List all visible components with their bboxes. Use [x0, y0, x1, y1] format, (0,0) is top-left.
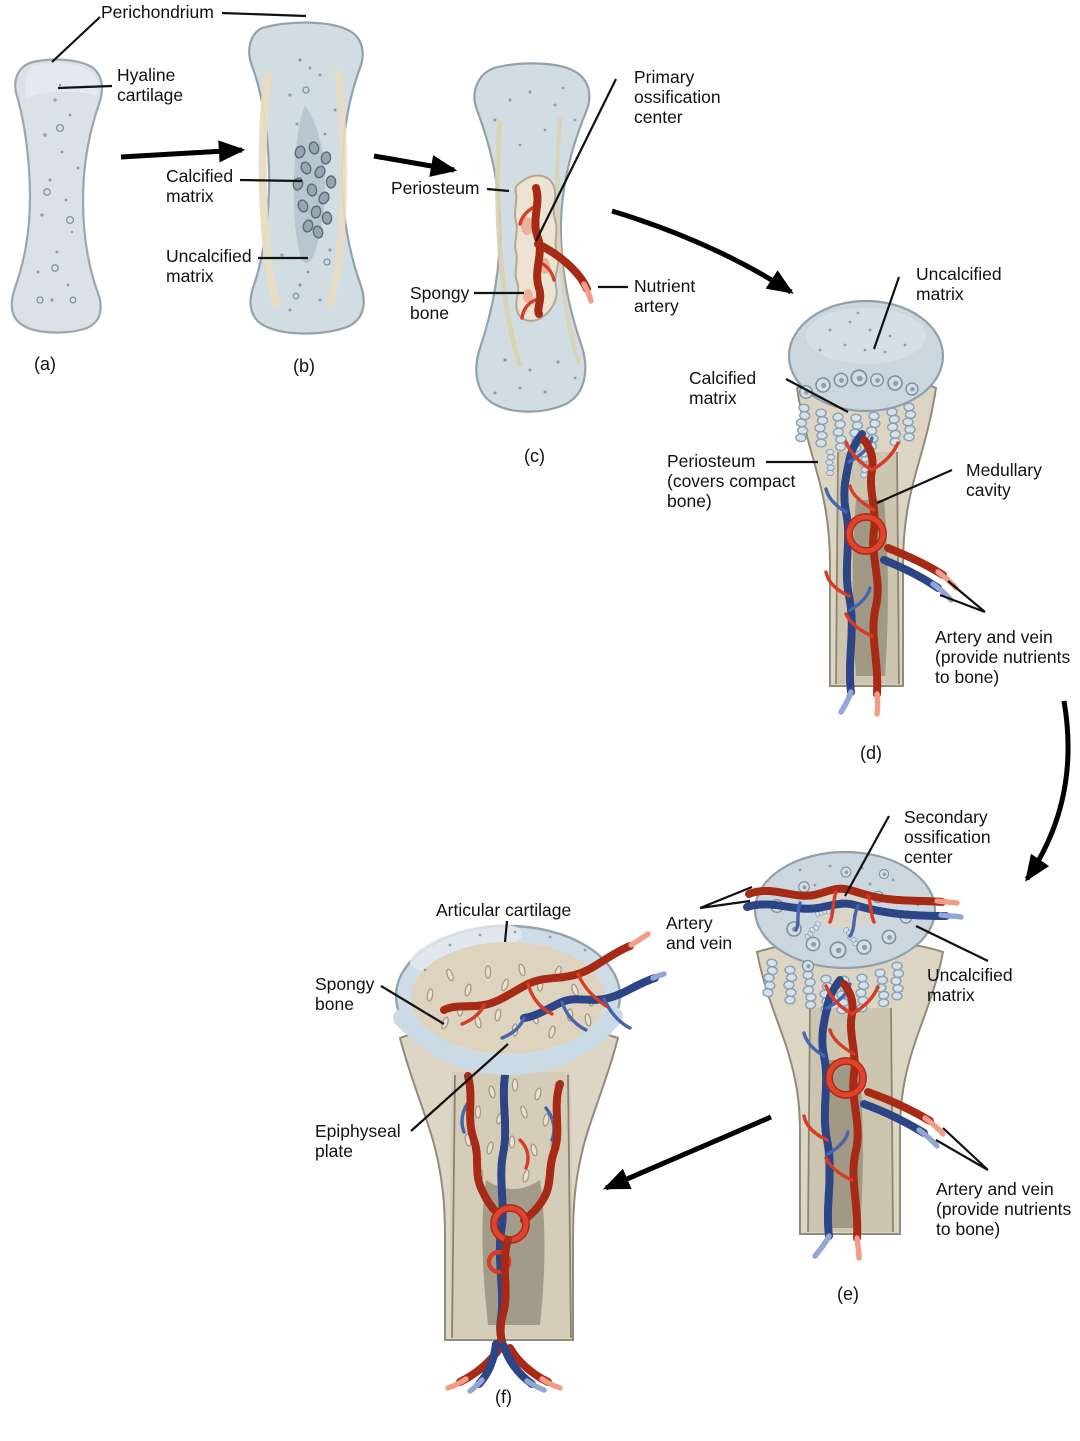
- label-uncalcified-matrix-d: Uncalcified matrix: [916, 264, 1002, 304]
- flow-arrows: [120, 140, 1071, 1191]
- stage-c-primary-ossification: [473, 62, 594, 413]
- label-calcified-matrix-d: Calcified matrix: [689, 368, 757, 408]
- label-calcified-matrix-b: Calcified matrix: [166, 166, 234, 206]
- caption-stage-e: (e): [837, 1284, 859, 1304]
- label-primary-ossification-center: Primary ossification center: [634, 67, 721, 127]
- arrow-a-to-b: [120, 140, 246, 163]
- label-periosteum-c: Periosteum: [391, 178, 480, 198]
- caption-stage-d: (d): [860, 743, 882, 763]
- arrow-d-to-e: [1024, 700, 1071, 882]
- stage-b-calcifying-cartilage: [248, 21, 365, 335]
- arrow-b-to-c: [373, 153, 458, 177]
- secondary-ossification-patch: [810, 887, 873, 929]
- label-medullary-cavity: Medullary cavity: [966, 460, 1042, 500]
- caption-stage-b: (b): [293, 356, 315, 376]
- label-nutrient-artery: Nutrient artery: [634, 276, 696, 316]
- label-perichondrium: Perichondrium: [101, 2, 214, 22]
- epiphyseal-plate-band: [393, 1007, 623, 1076]
- caption-stage-c: (c): [524, 446, 545, 466]
- label-artery-and-vein-d: Artery and vein (provide nutrients to bo…: [935, 627, 1071, 687]
- label-articular-cartilage: Articular cartilage: [436, 900, 572, 920]
- label-periosteum-d: Periosteum (covers compact bone): [667, 451, 796, 511]
- leader-lines: [51, 11, 989, 1171]
- stage-e-secondary-ossification: [743, 850, 964, 1261]
- label-spongy-bone-c: Spongy bone: [410, 283, 470, 323]
- caption-stage-f: (f): [495, 1387, 512, 1407]
- caption-stage-a: (a): [34, 354, 56, 374]
- label-hyaline-cartilage: Hyaline cartilage: [117, 65, 184, 105]
- label-uncalcified-matrix-b: Uncalcified matrix: [166, 246, 252, 286]
- label-epiphyseal-plate: Epiphyseal plate: [315, 1121, 401, 1161]
- label-uncalcified-matrix-e: Uncalcified matrix: [927, 965, 1013, 1005]
- label-artery-and-vein-e-left: Artery and vein: [666, 913, 733, 953]
- arrow-e-to-f: [602, 1114, 772, 1191]
- stage-f-epiphyseal-plate: [393, 924, 667, 1394]
- arrow-c-to-d: [611, 208, 794, 295]
- label-artery-and-vein-e-right: Artery and vein (provide nutrients to bo…: [936, 1179, 1072, 1239]
- label-spongy-bone-f: Spongy bone: [315, 974, 375, 1014]
- stage-d-medullary-cavity-forms: [787, 299, 959, 717]
- label-secondary-ossification-center: Secondary ossification center: [904, 807, 991, 867]
- stage-a-hyaline-cartilage-model: [10, 58, 104, 334]
